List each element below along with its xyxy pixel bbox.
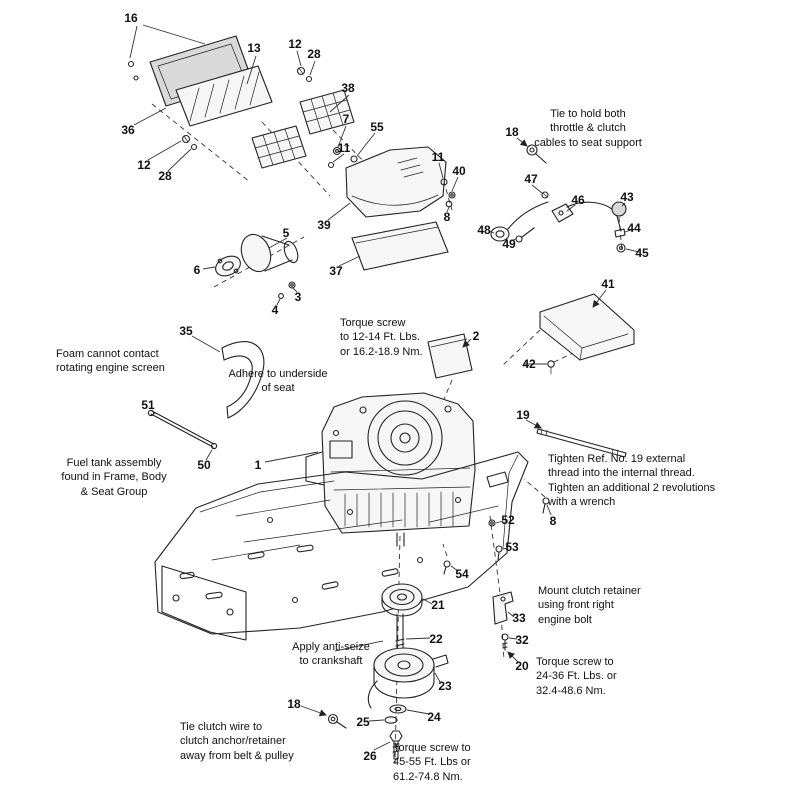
foam-strip [221,341,265,419]
clutch-stack [327,583,449,760]
fastener-group [443,497,550,651]
fuel-rod [147,409,218,450]
engine-cover-group [345,146,456,271]
cable-control-group [490,144,627,253]
threaded-rod-19 [536,428,627,458]
assembly-axes [151,103,623,765]
leader-lines [129,24,640,751]
chassis-frame [154,451,529,641]
muffler-group [215,233,299,299]
bracket-group [427,293,635,379]
engine-assembly [305,392,476,547]
heat-shield-group [127,35,358,169]
